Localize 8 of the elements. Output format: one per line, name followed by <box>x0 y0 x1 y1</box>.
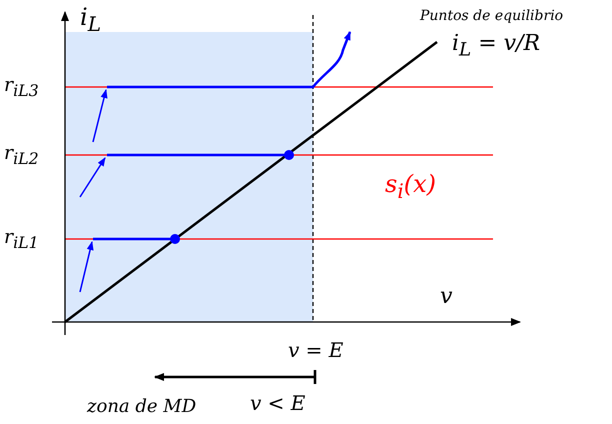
condition-label: v < E <box>250 393 306 413</box>
axis-label: i$_{L}$ <box>80 5 101 34</box>
equation-label: i$_{L}$ = v/R <box>452 33 540 60</box>
value-label: v = E <box>288 340 344 360</box>
zone-label: zona de MD <box>87 398 196 416</box>
annotation-text: Puntos de equilibrio <box>420 9 564 23</box>
axis-label: v <box>440 286 452 308</box>
curve-label: s$_{i}$(x) <box>385 172 436 201</box>
